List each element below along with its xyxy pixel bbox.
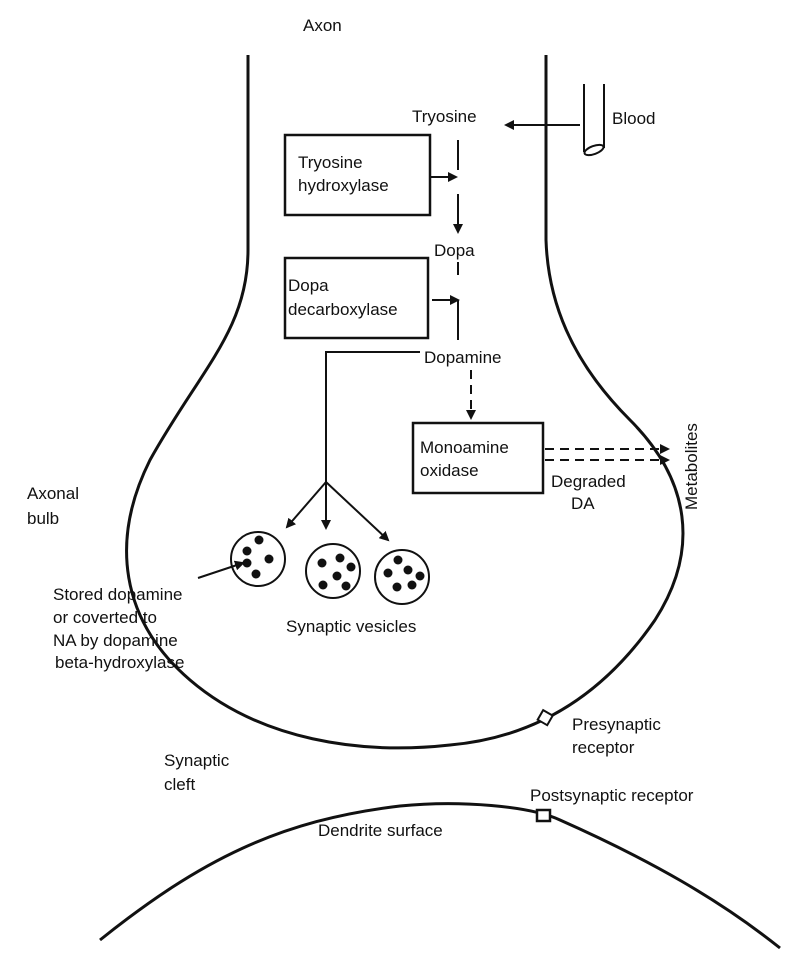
postsynaptic-receptor-icon <box>535 808 552 823</box>
vesicle-arrow <box>325 481 390 542</box>
synaptic-vesicles-label: Synaptic vesicles <box>286 617 416 636</box>
dopamine-label: Dopamine <box>424 348 502 367</box>
synaptic-cleft-label-1: Synaptic <box>164 751 230 770</box>
synaptic-vesicle <box>305 543 361 599</box>
degraded-da-label-2: DA <box>571 494 595 513</box>
degraded-da-label-1: Degraded <box>551 472 626 491</box>
blood-label: Blood <box>612 109 655 128</box>
stored-dopamine-label-3: NA by dopamine <box>53 631 178 650</box>
presynaptic-receptor-label-1: Presynaptic <box>572 715 661 734</box>
dopa-decarboxylase-box <box>283 256 430 340</box>
tyrosine-label: Tryosine <box>412 107 477 126</box>
tyrosine-hydroxylase-label-2: hydroxylase <box>298 176 389 195</box>
presynaptic-receptor-label-2: receptor <box>572 738 635 757</box>
dendrite-surface-label: Dendrite surface <box>318 821 443 840</box>
dopa-decarboxylase-label-1: Dopa <box>288 276 329 295</box>
vesicle-arrow <box>285 481 327 529</box>
tyrosine-hydroxylase-label-1: Tryosine <box>298 153 363 172</box>
axonal-bulb-label-2: bulb <box>27 509 59 528</box>
blood-vessel <box>583 84 605 157</box>
synaptic-vesicle <box>374 549 430 605</box>
stored-dopamine-label-4: beta-hydroxylase <box>55 653 184 672</box>
dendrite-membrane <box>99 802 781 950</box>
monoamine-oxidase-label-1: Monoamine <box>420 438 509 457</box>
postsynaptic-receptor-label: Postsynaptic receptor <box>530 786 694 805</box>
dopamine-to-vesicles-line <box>325 351 420 482</box>
stored-dopamine-label-2: or coverted to <box>53 608 157 627</box>
synaptic-cleft-label-2: cleft <box>164 775 195 794</box>
dopa-label: Dopa <box>434 241 475 260</box>
axon-membrane <box>125 55 685 750</box>
tyrosine-hydroxylase-box <box>283 133 432 217</box>
axon-label: Axon <box>303 16 342 35</box>
synaptic-vesicle <box>230 531 286 587</box>
metabolites-label: Metabolites <box>682 423 701 510</box>
dopa-decarboxylase-label-2: decarboxylase <box>288 300 398 319</box>
stored-dopamine-label-1: Stored dopamine <box>53 585 182 604</box>
presynaptic-receptor-icon <box>536 708 555 727</box>
monoamine-oxidase-label-2: oxidase <box>420 461 479 480</box>
axonal-bulb-label-1: Axonal <box>27 484 79 503</box>
stored-dopamine-pointer <box>197 560 245 579</box>
monoamine-oxidase-box <box>411 421 545 495</box>
